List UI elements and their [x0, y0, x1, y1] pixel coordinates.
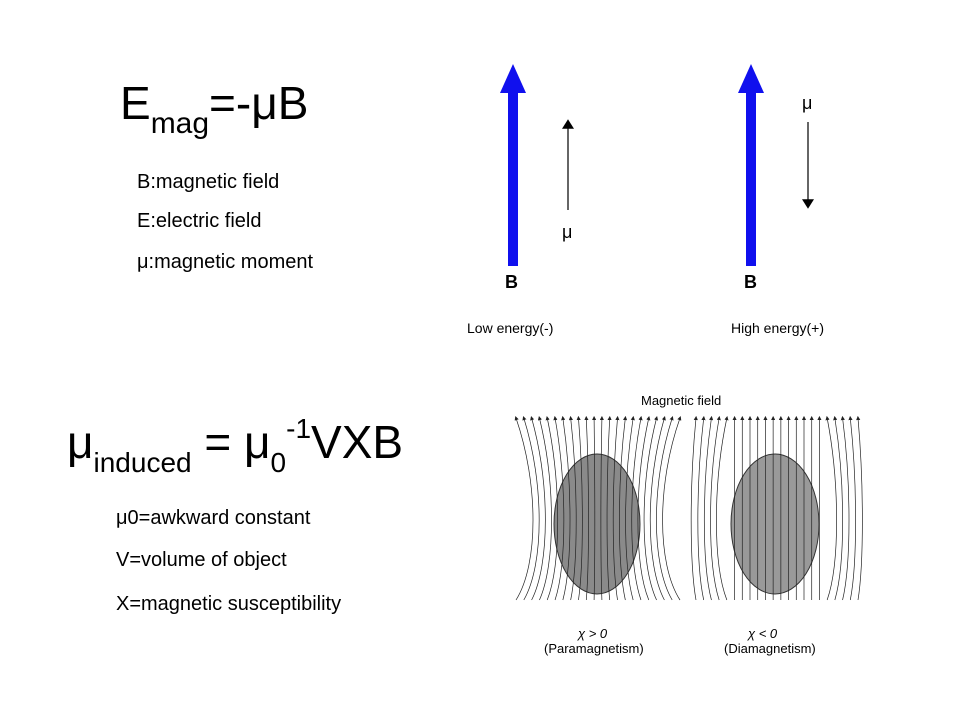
figure-title: Magnetic field — [641, 393, 722, 408]
field-line — [631, 415, 643, 601]
field-line — [619, 415, 628, 601]
left-field-arrow — [500, 64, 526, 266]
diamagnetism-symbol: χ < 0 — [748, 626, 778, 641]
diamagnetic-field-lines — [690, 415, 863, 601]
paramagnetic-field-lines — [514, 415, 682, 601]
field-line — [848, 415, 856, 601]
field-line — [561, 415, 571, 601]
field-line — [643, 415, 659, 601]
definition-mu: μ:magnetic moment — [137, 251, 314, 273]
right-field-label: B — [744, 272, 757, 292]
field-line — [599, 415, 604, 601]
definition-volume: V=volume of object — [116, 549, 287, 571]
field-line — [649, 415, 666, 601]
field-line — [606, 415, 612, 601]
field-line — [576, 415, 583, 601]
field-line — [612, 415, 620, 601]
right-field-arrow — [738, 64, 764, 266]
right-energy-caption: High energy(+) — [731, 320, 824, 336]
field-line — [856, 415, 863, 601]
definition-b: B:magnetic field — [137, 171, 280, 193]
field-line — [537, 415, 552, 601]
definition-susceptibility: X=magnetic susceptibility — [116, 593, 342, 615]
field-line — [716, 415, 729, 601]
field-line — [690, 415, 698, 601]
field-line — [625, 415, 635, 601]
field-line — [522, 415, 540, 601]
field-line — [530, 415, 546, 601]
paramagnetism-label: (Paramagnetism) — [544, 641, 644, 656]
field-line — [553, 415, 565, 601]
definition-e: E:electric field — [137, 210, 262, 232]
field-line — [637, 415, 651, 601]
left-field-label: B — [505, 272, 518, 292]
field-line — [568, 415, 577, 601]
diamagnetic-object — [730, 453, 820, 595]
paramagnetism-symbol: χ > 0 — [578, 626, 608, 641]
field-line — [592, 415, 597, 601]
field-line — [697, 415, 706, 601]
field-line — [584, 415, 589, 601]
field-line — [840, 415, 850, 601]
magnetism-figure — [514, 415, 863, 601]
field-line — [710, 415, 721, 601]
definition-mu0: μ0=awkward constant — [116, 507, 311, 529]
left-moment-label: μ — [562, 222, 573, 242]
field-line — [514, 416, 534, 601]
field-line — [545, 415, 559, 601]
induced-moment-equation: μinduced = μ0-1VXB — [67, 413, 404, 478]
field-line — [662, 416, 682, 601]
right-moment-label: μ — [802, 93, 813, 113]
field-line — [825, 415, 837, 601]
field-line — [703, 415, 714, 601]
field-line — [656, 415, 674, 601]
field-line — [833, 415, 844, 601]
magnetic-energy-equation: Emag=-μB — [120, 77, 309, 140]
left-energy-caption: Low energy(-) — [467, 320, 554, 336]
diamagnetism-label: (Diamagnetism) — [724, 641, 816, 656]
